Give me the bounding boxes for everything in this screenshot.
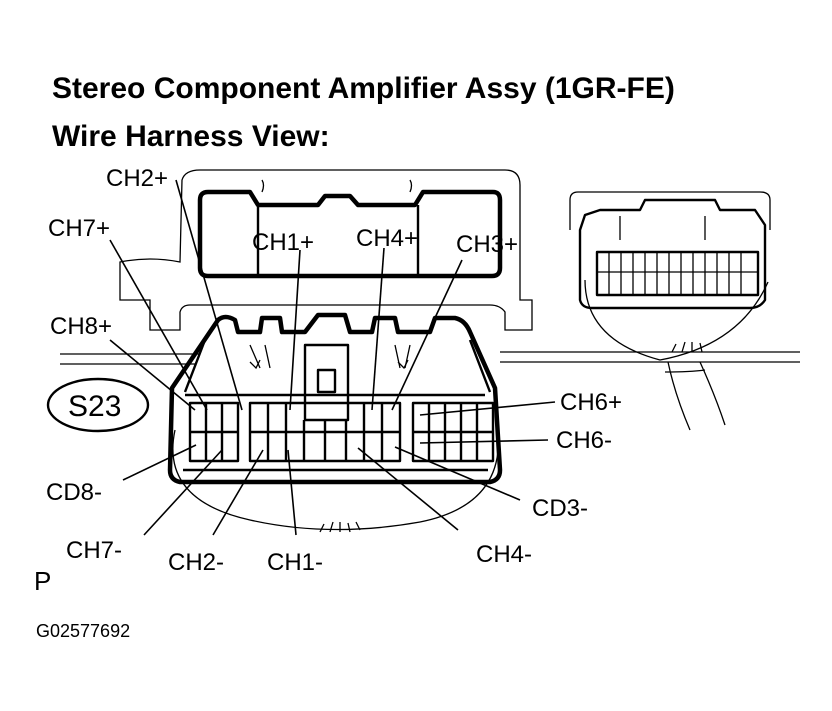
corner-letter: P bbox=[34, 566, 51, 596]
label-ch7-plus: CH7+ bbox=[48, 215, 110, 242]
label-ch2-minus: CH2- bbox=[168, 549, 224, 576]
label-ch2-plus: CH2+ bbox=[106, 165, 168, 192]
figure-code: G02577692 bbox=[36, 621, 130, 641]
label-ch3-plus: CH3+ bbox=[456, 231, 518, 258]
label-ch6-plus: CH6+ bbox=[560, 389, 622, 416]
diagram-title: Stereo Component Amplifier Assy (1GR-FE) bbox=[52, 72, 675, 105]
label-ch1-minus: CH1- bbox=[267, 549, 323, 576]
s23-connector bbox=[167, 312, 503, 533]
label-ch8-plus: CH8+ bbox=[50, 313, 112, 340]
label-ch7-minus: CH7- bbox=[66, 537, 122, 564]
label-cd8-minus: CD8- bbox=[46, 479, 102, 506]
secondary-connector bbox=[569, 191, 771, 431]
label-ch1-plus: CH1+ bbox=[252, 229, 314, 256]
label-ch6-minus: CH6- bbox=[556, 427, 612, 454]
upper-housing bbox=[119, 169, 533, 331]
diagram-subtitle: Wire Harness View: bbox=[52, 120, 330, 153]
connector-id: S23 bbox=[68, 390, 121, 423]
label-ch4-minus: CH4- bbox=[476, 541, 532, 568]
label-ch4-plus: CH4+ bbox=[356, 225, 418, 252]
pin-labels: CH2+ CH7+ CH1+ CH4+ CH3+ CH8+ CH6+ CH6- … bbox=[46, 165, 622, 576]
label-cd3-minus: CD3- bbox=[532, 495, 588, 522]
connector-id-oval bbox=[46, 377, 150, 433]
leader-lines bbox=[109, 179, 556, 536]
